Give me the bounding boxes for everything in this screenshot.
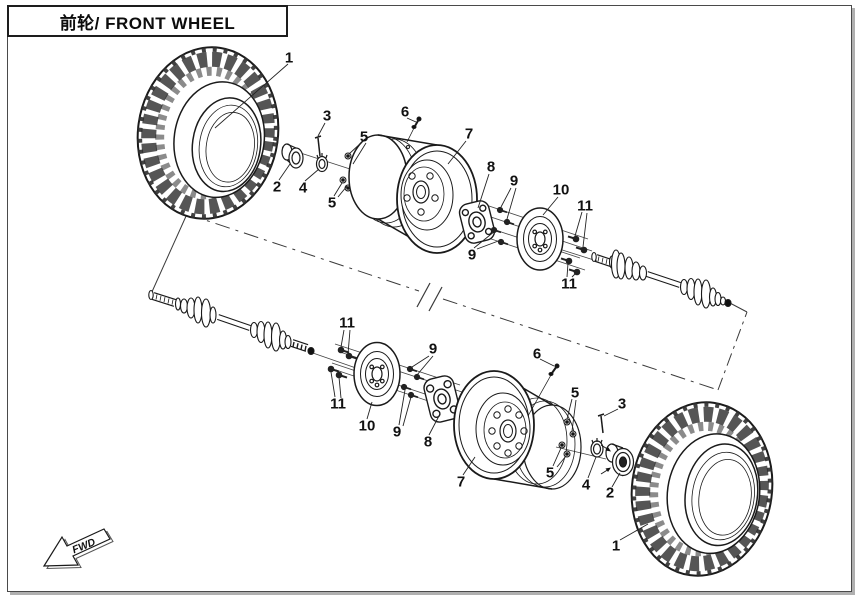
fwd-arrow: FWD (42, 528, 114, 570)
castle-nut-upper (315, 153, 329, 173)
hub-cap-upper (281, 143, 304, 169)
break-mark (428, 286, 443, 312)
lower-assembly (148, 289, 774, 577)
tire-upper (136, 46, 280, 220)
disc-bolts-upper (560, 235, 588, 276)
tire-lower (630, 401, 774, 577)
break-mark (416, 282, 431, 308)
fwd-label: FWD (71, 536, 98, 556)
cotter-pin-upper (314, 135, 322, 157)
wheel-hub-lower (423, 375, 461, 423)
brake-disc-upper (516, 207, 564, 271)
cotter-pin-lower (597, 413, 605, 434)
wheel-studs-lower (400, 365, 425, 399)
leader-lines (214, 63, 649, 541)
hub-cap-lower (600, 443, 635, 477)
construction-lines (150, 213, 748, 391)
arrow-icon (605, 447, 611, 452)
brake-disc-lower (353, 341, 401, 407)
arrow-icon (605, 467, 611, 472)
rim-upper (348, 134, 478, 254)
valve-stem-lower (527, 363, 560, 417)
rim-lower (453, 370, 582, 490)
wheel-studs-upper (490, 206, 515, 246)
cv-axle-upper (591, 249, 732, 309)
cv-axle-lower (148, 289, 315, 356)
disc-bolts-lower (327, 346, 358, 379)
upper-assembly (136, 46, 732, 309)
diagram-title-box: 前轮/ FRONT WHEEL (7, 5, 288, 37)
lug-nuts-lower (558, 418, 577, 458)
page-title: 前轮/ FRONT WHEEL (59, 13, 236, 33)
castle-nut-lower (590, 438, 604, 458)
tire-bead-opening (684, 443, 759, 547)
